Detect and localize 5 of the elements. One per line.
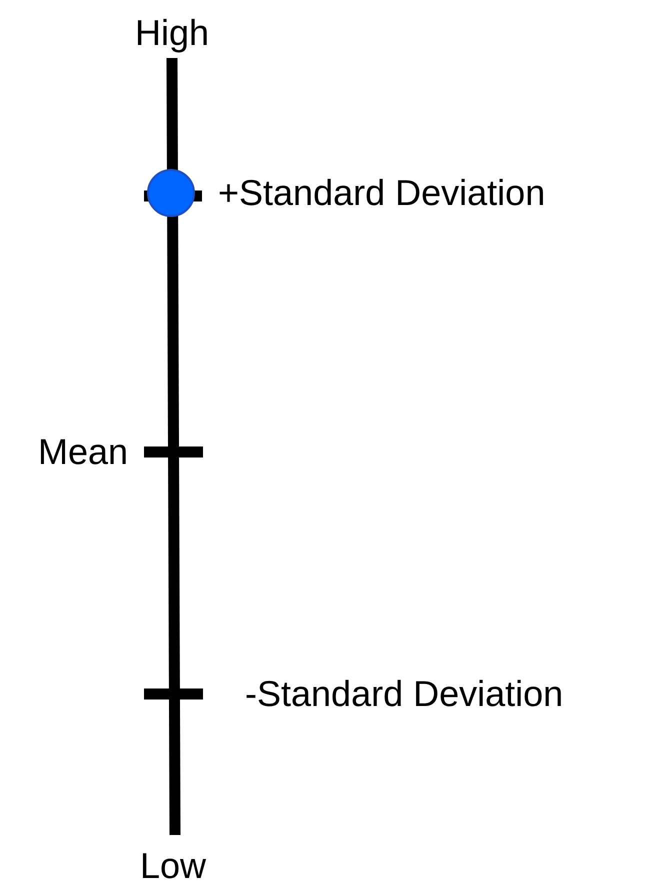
tick-label: Mean: [38, 432, 128, 472]
scale-end-label: High: [135, 13, 210, 53]
scale-end-label: Low: [140, 846, 206, 886]
tick-label: +Standard Deviation: [218, 173, 546, 213]
tick-label: -Standard Deviation: [245, 674, 564, 714]
